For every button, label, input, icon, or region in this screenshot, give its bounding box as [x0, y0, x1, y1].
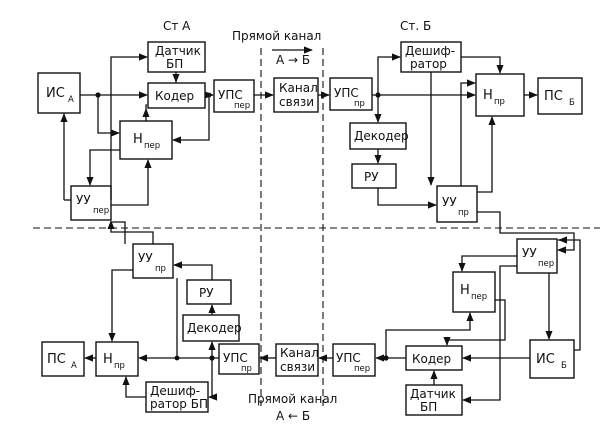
svg-text:связи: связи [280, 360, 315, 374]
svg-text:А: А [71, 361, 77, 371]
uu-pr-block-b [436, 185, 478, 223]
n-pr-block-b [475, 73, 525, 117]
upc-pr-block-a [218, 343, 260, 375]
svg-text:БП: БП [166, 57, 183, 71]
ps-b-block [537, 77, 583, 115]
sensor-bp-block-b [405, 384, 463, 416]
sensor-bp-block [147, 41, 206, 73]
ru-block-b [351, 163, 397, 189]
decoder-block-a [182, 314, 240, 342]
is-a-block [37, 72, 81, 114]
svg-text:Н: Н [460, 283, 470, 298]
ru-block-a [186, 279, 232, 305]
svg-text:Н: Н [133, 132, 143, 147]
coder-block [147, 82, 206, 109]
n-per-block-b [452, 271, 496, 313]
station-b-label: Ст. Б [400, 19, 431, 33]
svg-text:пр: пр [114, 361, 125, 371]
svg-text:Датчик: Датчик [155, 44, 201, 58]
svg-text:УУ: УУ [138, 251, 153, 265]
svg-text:Б: Б [561, 361, 567, 371]
svg-text:Дешиф-: Дешиф- [150, 384, 200, 398]
forward-channel-label: Прямой канал [232, 29, 321, 43]
svg-text:УПС: УПС [334, 86, 359, 100]
channel-block-bottom [275, 343, 319, 377]
svg-text:УУ: УУ [442, 195, 457, 209]
reverse-direction-label: А ← Б [276, 409, 310, 423]
svg-text:пр: пр [494, 97, 505, 107]
svg-text:Н: Н [103, 352, 113, 367]
n-per-block [119, 120, 173, 160]
ps-a-block [41, 341, 85, 377]
svg-text:Датчик: Датчик [410, 387, 456, 401]
svg-text:Кодер: Кодер [412, 352, 451, 366]
svg-text:пер: пер [234, 101, 250, 111]
svg-text:Канал: Канал [280, 346, 319, 360]
svg-text:пер: пер [144, 141, 160, 151]
svg-text:пр: пр [155, 264, 166, 274]
svg-text:Б: Б [569, 98, 575, 108]
svg-text:связи: связи [279, 95, 314, 109]
svg-text:Кодер: Кодер [155, 89, 194, 103]
reverse-channel-label: Прямой канал [248, 392, 337, 406]
svg-text:пр: пр [241, 364, 252, 374]
svg-text:Канал: Канал [279, 81, 318, 95]
forward-direction-label: А → Б [276, 53, 310, 67]
svg-text:Декодер: Декодер [354, 129, 409, 143]
svg-text:пр: пр [354, 99, 365, 109]
uu-pr-block-a [132, 243, 174, 279]
svg-text:РУ: РУ [199, 286, 214, 300]
svg-text:УПС: УПС [218, 88, 243, 102]
station-a-label: Ст А [163, 19, 191, 33]
svg-text:А: А [68, 95, 74, 105]
svg-text:Декодер: Декодер [187, 321, 242, 335]
svg-text:ИС: ИС [536, 352, 555, 367]
svg-text:УПС: УПС [223, 351, 248, 365]
upc-pr-block-b [329, 77, 373, 111]
top-connections [60, 53, 538, 209]
svg-text:ратор БП: ратор БП [150, 397, 208, 411]
uu-per-block-b [516, 238, 558, 274]
decoder-block-b [349, 122, 407, 150]
channel-block-top [273, 77, 319, 113]
upc-per-block [213, 79, 255, 113]
svg-text:БП: БП [420, 400, 437, 414]
svg-text:УУ: УУ [76, 193, 91, 207]
svg-text:пер: пер [354, 364, 370, 374]
n-pr-block-a [95, 341, 139, 377]
svg-text:пр: пр [458, 208, 469, 218]
is-a-label: ИС [46, 86, 65, 101]
svg-text:УПС: УПС [336, 351, 361, 365]
svg-text:Н: Н [483, 88, 493, 103]
svg-text:Дешиф-: Дешиф- [405, 44, 455, 58]
svg-text:РУ: РУ [364, 170, 379, 184]
is-b-block [529, 339, 575, 379]
svg-text:пер: пер [538, 259, 554, 269]
bottom-connections [84, 211, 581, 404]
uu-per-block [70, 185, 112, 221]
coder-block-b [405, 345, 463, 371]
svg-text:ПС: ПС [47, 352, 66, 367]
svg-text:УУ: УУ [522, 246, 537, 260]
svg-text:пер: пер [93, 206, 109, 216]
svg-text:пер: пер [471, 292, 487, 302]
svg-text:ратор: ратор [410, 57, 447, 71]
svg-text:ПС: ПС [544, 89, 563, 104]
upc-per-block-b [332, 343, 376, 377]
